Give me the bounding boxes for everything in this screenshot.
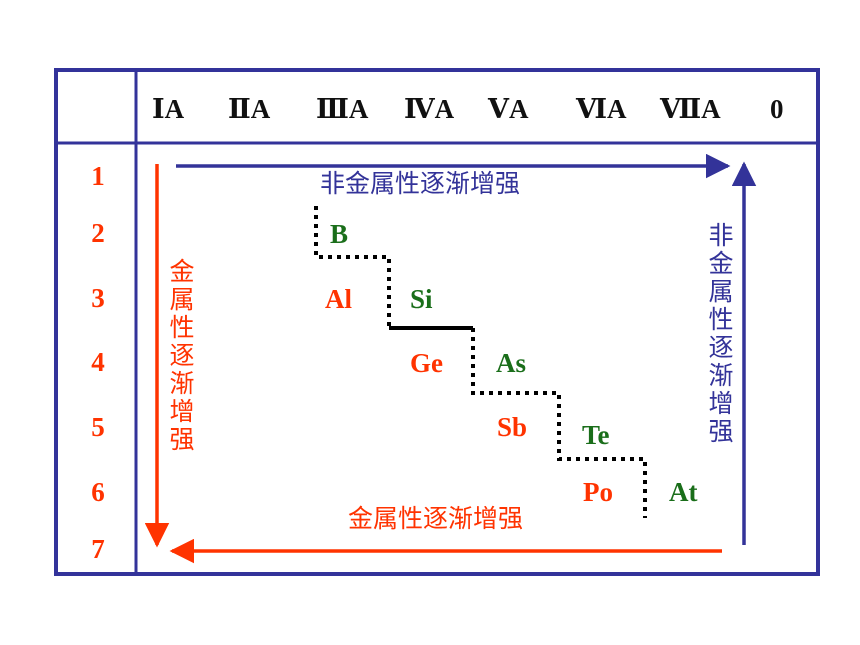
period-2: 2 xyxy=(91,218,105,248)
group-header-2: ⅡA xyxy=(228,94,271,124)
element-te: Te xyxy=(582,420,610,450)
group-header-6: ⅥA xyxy=(576,94,627,124)
boundary-dotted-lower xyxy=(471,328,647,518)
nonmetal-up-label: 非金属性逐渐增强 xyxy=(708,221,734,446)
period-5: 5 xyxy=(91,412,105,442)
group-header-5: ⅤA xyxy=(488,94,529,124)
group-header-7: ⅦA xyxy=(660,94,721,124)
element-sb: Sb xyxy=(497,412,528,442)
element-b: B xyxy=(330,219,349,249)
group-header-1: ⅠA xyxy=(152,94,185,124)
group-header-0: 0 xyxy=(770,94,784,124)
element-ge: Ge xyxy=(410,348,443,378)
period-1: 1 xyxy=(91,161,105,191)
period-7: 7 xyxy=(91,534,105,564)
element-si: Si xyxy=(410,284,433,314)
group-header-3: ⅢA xyxy=(316,94,369,124)
element-at: At xyxy=(669,477,698,507)
group-header-4: ⅣA xyxy=(404,94,455,124)
table-border xyxy=(54,68,820,576)
metal-left-label: 金属性逐渐增强 xyxy=(348,504,524,533)
period-3: 3 xyxy=(91,283,105,313)
nonmetal-right-label: 非金属性逐渐增强 xyxy=(320,169,521,198)
period-4: 4 xyxy=(91,347,105,377)
metal-down-label: 金属性逐渐增强 xyxy=(169,257,195,454)
element-po: Po xyxy=(583,477,613,507)
element-al: Al xyxy=(325,284,352,314)
element-as: As xyxy=(496,348,527,378)
period-6: 6 xyxy=(91,477,105,507)
